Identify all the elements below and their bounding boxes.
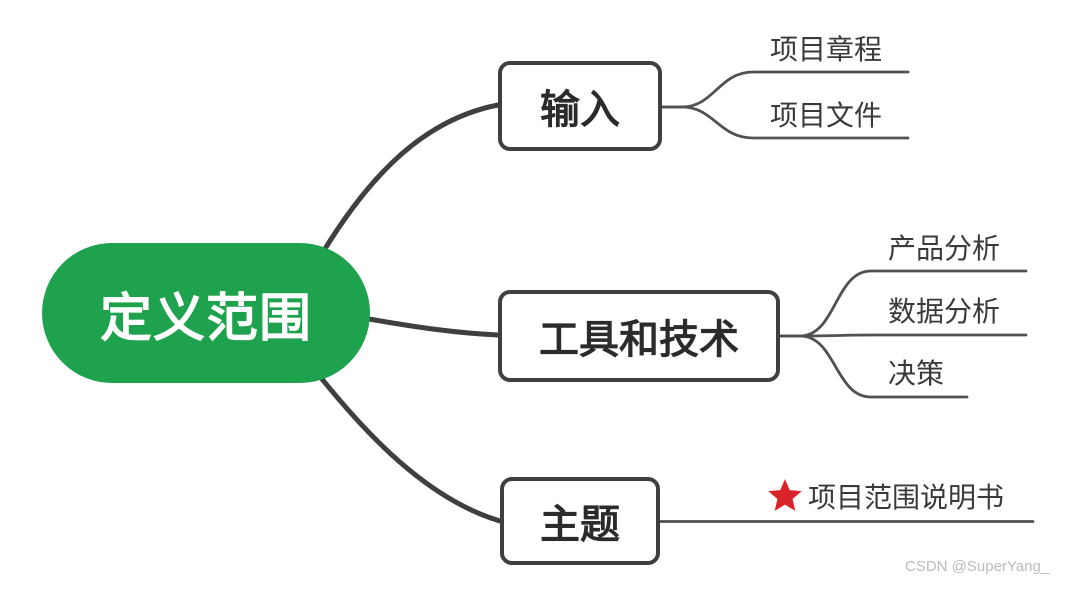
root-topic[interactable]: 定义范围 <box>42 243 370 383</box>
connector-root-tools <box>366 316 501 338</box>
connector-root-subject <box>319 376 503 524</box>
red-star-shape <box>768 479 802 511</box>
subtopic-data-analysis[interactable]: 数据分析 <box>888 296 1001 327</box>
watermark: CSDN @SuperYang_ <box>905 558 1050 575</box>
subtopic-product-analysis[interactable]: 产品分析 <box>888 233 1001 264</box>
connector-root-input <box>320 102 501 255</box>
root-topic-label: 定义范围 <box>99 289 312 348</box>
subtopic-decision[interactable]: 决策 <box>888 358 945 389</box>
topic-subject[interactable]: 主题 <box>500 477 660 565</box>
topic-input-label: 输入 <box>540 88 620 132</box>
subtopic-project-documents[interactable]: 项目文件 <box>770 100 883 131</box>
topic-tools[interactable]: 工具和技术 <box>498 290 780 382</box>
subtopic-scope-statement[interactable]: 项目范围说明书 <box>808 482 1005 513</box>
topic-tools-label: 工具和技术 <box>539 318 739 362</box>
connector-tools-decision <box>778 334 969 399</box>
topic-input[interactable]: 输入 <box>498 61 662 151</box>
connector-tools-data <box>778 333 1028 338</box>
subtopic-project-charter[interactable]: 项目章程 <box>770 34 883 65</box>
connector-input-docs <box>660 105 910 140</box>
topic-subject-label: 主题 <box>540 503 620 547</box>
red-star-icon[interactable] <box>768 478 802 512</box>
